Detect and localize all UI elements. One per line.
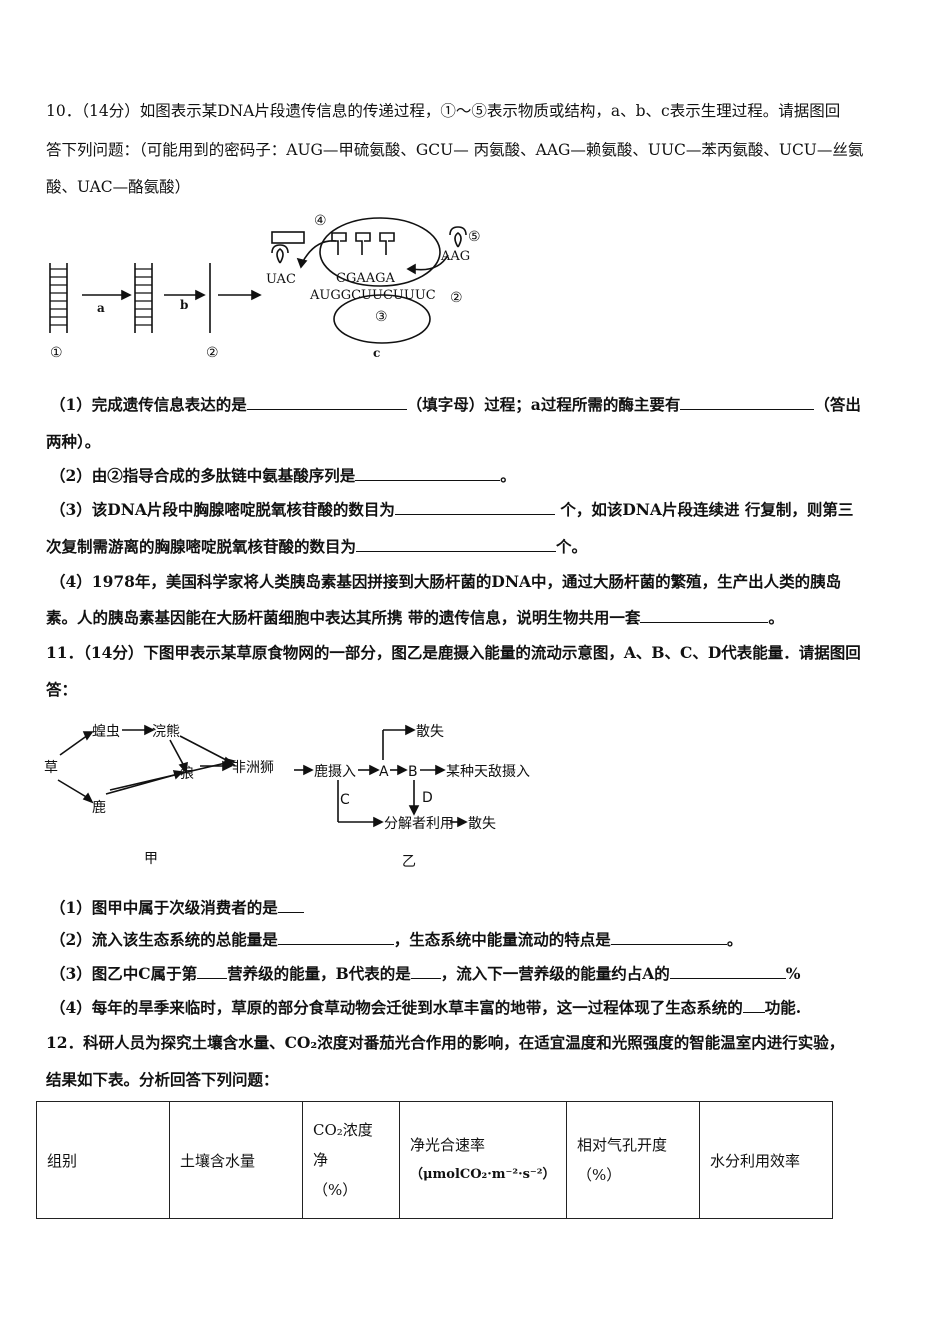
trna-right-anticodon: AAG	[440, 249, 470, 264]
node-deer: 鹿	[92, 799, 106, 816]
label-c: c	[373, 346, 380, 360]
results-table: 组别 土壤含水量 CO₂浓度 净 （%） 净光合速率 （μmolCO₂·m⁻²·…	[36, 1101, 833, 1219]
q11-sub2: （2）流入该生态系统的总能量是，生态系统中能量流动的特点是。	[50, 930, 743, 949]
label-a: a	[97, 301, 105, 315]
label-2b: ②	[450, 290, 463, 306]
node-lost-top: 散失	[416, 724, 444, 740]
label-5: ⑤	[468, 229, 481, 245]
node-wolf: 狼	[180, 766, 194, 782]
q12-line1: 12．科研人员为探究土壤含水量、CO₂浓度对番茄光合作用的影响，在适宜温度和光照…	[46, 1033, 845, 1052]
table-header-row: 组别 土壤含水量 CO₂浓度 净 （%） 净光合速率 （μmolCO₂·m⁻²·…	[36, 1101, 833, 1219]
caption-yi: 乙	[402, 854, 416, 870]
q10-sub3-line1: （3）该DNA片段中胸腺嘧啶脱氧核苷酸的数目为 个，如该DNA片段连续进 行复制…	[50, 500, 854, 519]
caption-jia: 甲	[144, 851, 158, 867]
header-soil-water: 土壤含水量	[169, 1101, 303, 1219]
header-co2: CO₂浓度 净 （%）	[302, 1101, 400, 1219]
header-net-photosynthesis: 净光合速率 （μmolCO₂·m⁻²·s⁻²）	[399, 1101, 567, 1219]
trna-left-anticodon: UAC	[266, 272, 296, 287]
label-3: ③	[375, 309, 388, 325]
label-2: ②	[206, 345, 219, 361]
label-b: b	[180, 298, 188, 312]
header-stomatal-opening: 相对气孔开度 （%）	[566, 1101, 700, 1219]
food-web-diagram: 草 蝗虫 浣熊 狼 非洲狮 鹿 甲	[44, 724, 274, 867]
node-b: B	[408, 764, 418, 780]
node-enemy-intake: 某种天敌摄入	[446, 764, 530, 780]
q10-line3: 酸、UAC—酪氨酸）	[46, 178, 191, 196]
energy-flow-diagram: 鹿摄入 A B 某种天敌摄入 散失 C D 分解者利用 散失 乙	[294, 724, 530, 870]
label-1: ①	[50, 345, 63, 361]
node-decomposer: 分解者利用	[384, 816, 454, 832]
header-group: 组别	[36, 1101, 170, 1219]
q11-sub1: （1）图甲中属于次级消费者的是	[50, 898, 304, 918]
node-lion: 非洲狮	[232, 760, 274, 776]
label-4: ④	[314, 213, 327, 229]
header-water-use-efficiency: 水分利用效率	[699, 1101, 833, 1219]
q11-sub3: （3）图乙中C属于第营养级的能量，B代表的是，流入下一营养级的能量约占A的%	[50, 964, 801, 983]
dna-transfer-diagram: ① ② a b c ④ ⑤ ③ ② UAC AAG CGAAGA AUGGCUU…	[49, 213, 481, 361]
node-deer-intake: 鹿摄入	[314, 763, 356, 780]
node-locust: 蝗虫	[92, 724, 120, 740]
mrna-sequence: AUGGCUUCUUUC	[309, 288, 436, 303]
q11-line1: 11．（14分）下图甲表示某草原食物网的一部分，图乙是鹿摄入能量的流动示意图，A…	[46, 643, 861, 662]
node-lost-bottom: 散失	[468, 816, 496, 832]
q10-line1: 10．（14分）如图表示某DNA片段遗传信息的传递过程，①～⑤表示物质或结构，a…	[46, 102, 841, 120]
q10-sub2: （2）由②指导合成的多肽链中氨基酸序列是。	[50, 466, 516, 485]
q10-sub4-line2: 素。人的胰岛素基因能在大肠杆菌细胞中表达其所携 带的遗传信息，说明生物共用一套。	[46, 608, 784, 627]
q10-line2: 答下列问题：（可能用到的密码子：AUG—甲硫氨酸、GCU— 丙氨酸、AAG—赖氨…	[46, 141, 864, 159]
q10-sub4-line1: （4）1978年，美国科学家将人类胰岛素基因拼接到大肠杆菌的DNA中，通过大肠杆…	[50, 572, 842, 591]
q10-sub1-line1: （1）完成遗传信息表达的是（填字母）过程；a过程所需的酶主要有（答出	[50, 395, 861, 414]
q10-sub3-line2: 次复制需游离的胸腺嘧啶脱氧核苷酸的数目为个。	[46, 537, 588, 556]
node-bear: 浣熊	[152, 724, 180, 740]
node-a: A	[379, 764, 389, 780]
q11-line2: 答：	[46, 680, 78, 699]
node-grass: 草	[44, 760, 58, 776]
q12-line2: 结果如下表。分析回答下列问题：	[46, 1070, 279, 1089]
node-c: C	[340, 792, 350, 808]
q11-sub4: （4）每年的旱季来临时，草原的部分食草动物会迁徙到水草丰富的地带，这一过程体现了…	[50, 998, 802, 1017]
node-d: D	[422, 790, 433, 806]
anticodon-sequence: CGAAGA	[336, 271, 395, 286]
q10-sub1-line2: 两种）。	[46, 432, 101, 451]
